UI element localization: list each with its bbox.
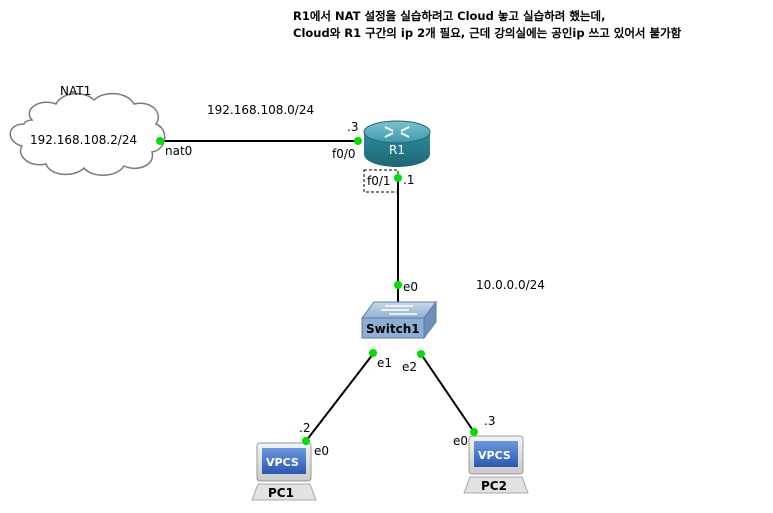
port-dot-switch-e1[interactable] [369,349,377,357]
label-pc2-e0: e0 [453,434,468,448]
cloud-node[interactable]: NAT1 192.168.108.2/24 [9,84,166,176]
pc1-name: PC1 [268,486,294,500]
cloud-address: 192.168.108.2/24 [30,133,137,147]
note-line-2: Cloud와 R1 구간의 ip 2개 필요, 근데 강의실에는 공인ip 쓰고… [293,26,682,40]
router-arrows-icon [384,126,410,138]
pc2-base [463,476,529,494]
link-switch-pc1[interactable] [305,353,374,442]
pc2-screen-label: VPCS [478,449,511,462]
label-lan-network: 10.0.0.0/24 [476,278,545,292]
label-nat0: nat0 [165,144,192,158]
cloud-icon [9,92,166,176]
label-f0-1: f0/1 [367,174,391,188]
port-dot-pc2-e0[interactable] [470,428,478,436]
pc1-node[interactable]: VPCS PC1 [251,442,317,501]
port-dot-switch-e2[interactable] [417,350,425,358]
label-r1-wan-host: .3 [347,120,358,134]
label-switch-e0: e0 [403,280,418,294]
label-pc1-host: .2 [299,421,310,435]
port-dots [156,137,478,445]
links [160,140,475,442]
label-switch-e1: e1 [377,356,392,370]
port-dot-switch-e0[interactable] [394,281,402,289]
port-dot-f0-1[interactable] [394,174,402,182]
pc1-screen [262,448,306,474]
pc2-name: PC2 [481,479,507,493]
switch-name: Switch1 [366,322,420,336]
router-node[interactable]: R1 [363,120,431,167]
port-dot-f0-0[interactable] [354,137,362,145]
pc2-node[interactable]: VPCS PC2 [463,435,529,494]
label-switch-e2: e2 [402,360,417,374]
switch-front [361,317,425,339]
label-r1-lan-host: .1 [403,173,414,187]
pc1-base [251,483,317,501]
switch-node[interactable]: Switch1 [361,300,437,340]
switch-arrows-icon [381,305,417,315]
port-dot-nat0[interactable] [156,137,164,145]
label-pc1-e0: e0 [314,444,329,458]
cloud-name: NAT1 [60,84,91,98]
label-f0-0: f0/0 [332,147,356,161]
note-line-1: R1에서 NAT 설정을 실습하려고 Cloud 놓고 실습하려 했는데, [293,9,605,23]
pc2-screen [474,441,518,467]
router-name: R1 [389,143,405,157]
port-dot-pc1-e0[interactable] [302,437,310,445]
label-wan-network: 192.168.108.0/24 [207,103,314,117]
router-top [363,120,431,144]
link-switch-pc2[interactable] [420,353,475,433]
label-pc2-host: .3 [484,414,495,428]
pc1-screen-label: VPCS [266,456,299,469]
